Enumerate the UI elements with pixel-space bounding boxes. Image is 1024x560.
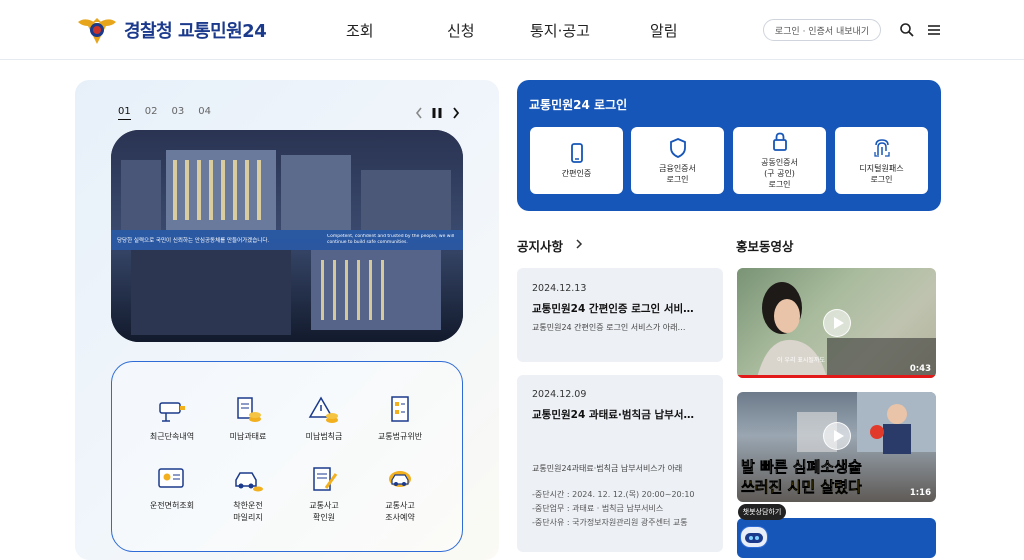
notice-title: 교통민원24 과태료·범칙금 납부서…	[532, 409, 694, 421]
chatbot-label: 챗봇상담하기	[738, 504, 786, 520]
service-traffic-violation[interactable]: 교통법규위반	[360, 395, 440, 443]
notice-title: 교통민원24 간편인증 로그인 서비…	[532, 303, 694, 315]
login-button-label: 공동인증서 (구 공인) 로그인	[761, 158, 798, 189]
video-thumbnail[interactable]	[737, 518, 936, 558]
video-overlay-line-1: 발 빠른 심폐소생술	[741, 458, 862, 477]
slide-4-button[interactable]: 04	[198, 106, 211, 117]
chatbot-button[interactable]: 챗봇상담하기	[735, 504, 789, 552]
digital-onepass-login-button[interactable]: 디지털원패스 로그인	[835, 127, 928, 194]
notice-card[interactable]: 2024.12.13 교통민원24 간편인증 로그인 서비… 교통민원24 간편…	[517, 268, 723, 362]
service-label: 교통사고 조사예약	[385, 501, 415, 522]
hamburger-menu-icon[interactable]	[926, 22, 942, 38]
notice-summary: 교통민원24과태료·범칙금 납부서비스가 아래	[532, 464, 683, 473]
nav-item-alert[interactable]: 알림	[650, 22, 678, 40]
service-label: 착한운전 마일리지	[233, 501, 263, 522]
login-card: 교통민원24 로그인 간편인증 금융인증서 로그인 공동인증서 (구 공인) 로…	[517, 80, 941, 211]
login-export-button[interactable]: 로그인 · 인증서 내보내기	[763, 19, 881, 41]
notice-date: 2024.12.13	[532, 283, 587, 294]
service-accident-reservation[interactable]: 교통사고 조사예약	[360, 464, 440, 524]
service-label: 교통사고 확인원	[309, 501, 339, 522]
video-duration: 1:16	[909, 488, 931, 498]
pause-icon[interactable]	[431, 106, 443, 120]
id-card-icon	[158, 468, 184, 488]
robot-icon	[740, 526, 768, 548]
service-label: 최근단속내역	[149, 432, 195, 441]
prev-slide-icon[interactable]	[414, 106, 424, 120]
hero-caption-ko: 당당한 실력으로 국민이 신뢰하는 안심공동체를 만들어가겠습니다.	[117, 238, 270, 244]
logo-text: 경찰청 교통민원24	[124, 21, 267, 42]
slide-2-button[interactable]: 02	[144, 106, 158, 117]
notices-title[interactable]: 공지사항	[517, 239, 564, 254]
receipt-coins-icon	[237, 397, 261, 422]
site-header: 경찰청 교통민원24 조회 신청 통지·공고 알림 로그인 · 인증서 내보내기	[0, 0, 1024, 60]
cpr-news-thumbnail	[797, 392, 936, 454]
site-logo[interactable]: 경찰청 교통민원24	[76, 14, 267, 46]
videos-title: 홍보동영상	[736, 239, 794, 254]
play-icon[interactable]	[822, 309, 851, 337]
hero-caption-en: Competent, confident and trusted by the …	[327, 234, 455, 245]
play-icon[interactable]	[822, 422, 851, 450]
login-title: 교통민원24 로그인	[529, 98, 628, 112]
service-license-inquiry[interactable]: 운전면허조회	[132, 464, 212, 512]
nav-item-notice[interactable]: 통지·공고	[530, 22, 590, 40]
joint-cert-login-button[interactable]: 공동인증서 (구 공인) 로그인	[733, 127, 826, 194]
service-label: 교통법규위반	[377, 432, 423, 441]
service-label: 운전면허조회	[149, 501, 195, 510]
slide-1-button[interactable]: 01	[118, 106, 131, 120]
login-button-label: 금융인증서 로그인	[659, 163, 696, 184]
nav-item-apply[interactable]: 신청	[447, 22, 475, 40]
shield-icon	[669, 137, 686, 158]
fingerprint-icon	[873, 138, 890, 157]
nav-item-inquiry[interactable]: 조회	[346, 22, 374, 40]
warning-coins-icon	[308, 396, 338, 423]
notice-detail-line: -중단사유 : 국가정보자원관리원 광주센터 교통	[532, 518, 688, 527]
search-icon[interactable]	[899, 22, 915, 38]
lock-icon	[772, 132, 787, 151]
car-coins-icon	[235, 472, 263, 492]
notice-detail-line: -중단시간 : 2024. 12. 12.(목) 20:00~20:10	[532, 490, 695, 499]
video-overlay-line-2: 쓰러진 시민 살렸다	[741, 478, 862, 497]
login-button-label: 간편인증	[561, 169, 592, 178]
notice-card[interactable]: 2024.12.09 교통민원24 과태료·범칙금 납부서… 교통민원24과태료…	[517, 375, 723, 552]
simple-auth-login-button[interactable]: 간편인증	[530, 127, 623, 194]
slide-3-button[interactable]: 03	[171, 106, 185, 117]
service-label: 미납범칙금	[305, 432, 343, 441]
login-button-label: 디지털원패스 로그인	[859, 163, 904, 184]
next-slide-icon[interactable]	[451, 106, 461, 120]
video-subtitle: 이 우리 표시될까도	[777, 357, 825, 364]
chevron-right-icon[interactable]	[574, 238, 584, 250]
service-label: 미납과태료	[229, 432, 267, 441]
pen-document-icon	[313, 467, 338, 491]
hero-image: 당당한 실력으로 국민이 신뢰하는 안심공동체를 만들어가겠습니다. Compe…	[111, 130, 463, 342]
camera-icon	[159, 402, 185, 422]
slide-pagination: 01 02 03 04	[118, 106, 211, 120]
document-icon	[391, 396, 409, 422]
notice-summary: 교통민원24 간편인증 로그인 서비스가 아래…	[532, 323, 686, 332]
notice-date: 2024.12.09	[532, 389, 587, 400]
service-good-driving-mileage[interactable]: 착한운전 마일리지	[208, 464, 288, 524]
car-calendar-icon	[389, 471, 411, 487]
video-thumbnail[interactable]: 발 빠른 심폐소생술 쓰러진 시민 살렸다 1:16	[737, 392, 936, 502]
service-unpaid-penalty[interactable]: 미납범칙금	[284, 395, 364, 443]
phone-icon	[570, 143, 583, 163]
video-thumbnail[interactable]: 이 우리 표시될까도 0:43	[737, 268, 936, 378]
hero-caption-banner: 당당한 실력으로 국민이 신뢰하는 안심공동체를 만들어가겠습니다. Compe…	[111, 230, 463, 250]
service-unpaid-fine[interactable]: 미납과태료	[208, 395, 288, 443]
finance-cert-login-button[interactable]: 금융인증서 로그인	[631, 127, 724, 194]
service-recent-enforcement[interactable]: 최근단속내역	[132, 395, 212, 443]
quick-service-box	[111, 361, 463, 552]
video-progress-bar	[737, 375, 936, 378]
service-accident-certificate[interactable]: 교통사고 확인원	[284, 464, 364, 524]
notice-detail-line: -중단업무 : 과태료 · 범칙금 납부서비스	[532, 504, 664, 513]
video-duration: 0:43	[909, 364, 931, 374]
police-emblem-icon	[78, 18, 116, 44]
